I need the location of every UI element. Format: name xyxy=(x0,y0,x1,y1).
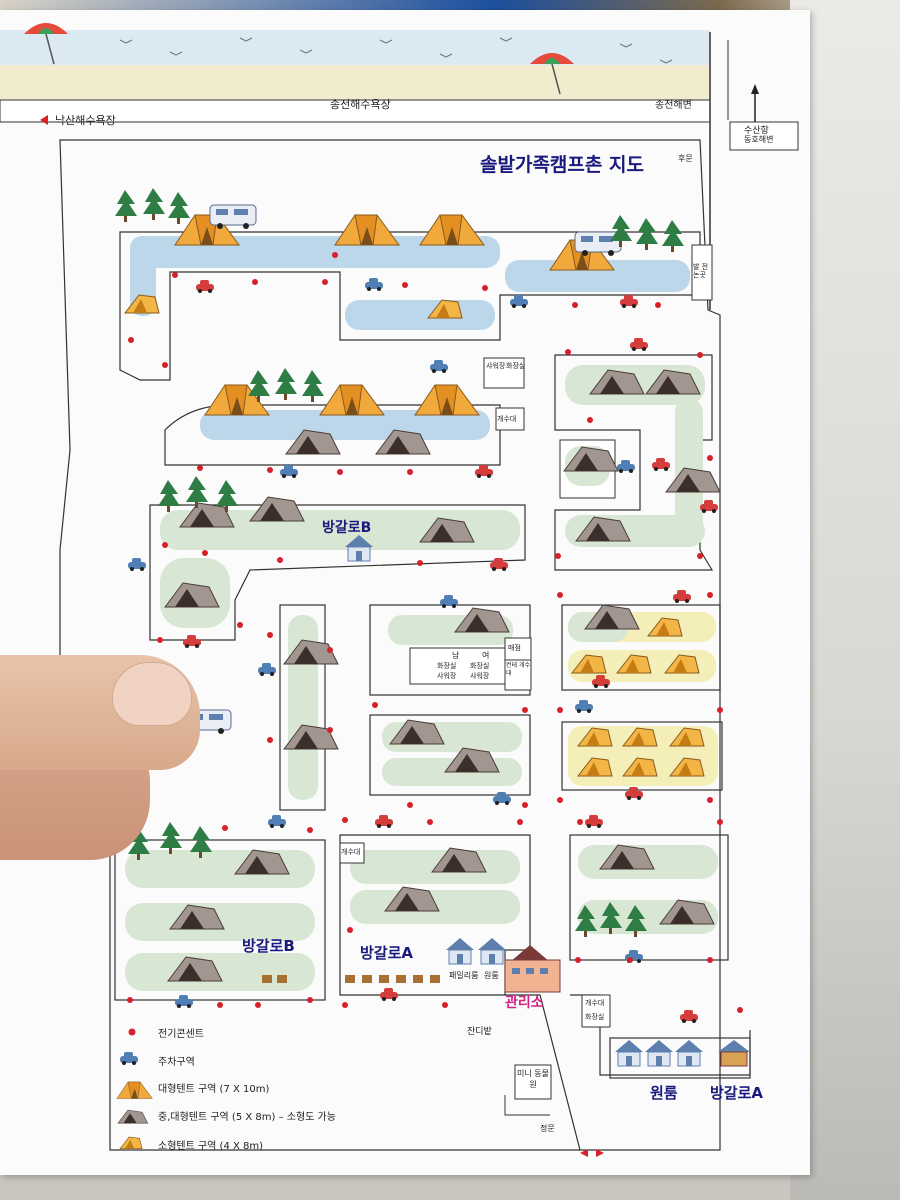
toilet-men-label: 화장실 xyxy=(437,662,457,670)
map-title: 솔밭가족캠프촌 지도 xyxy=(480,154,644,176)
songjeon-shore-label: 송전해변 xyxy=(655,100,692,111)
office-label: 관리소 xyxy=(505,995,544,1011)
rear-gate-label: 후문 xyxy=(678,154,693,163)
family-room-label: 패밀리룸 xyxy=(449,971,479,980)
toilet-label-4: 화장실 xyxy=(585,1013,605,1021)
store-label: 매점 xyxy=(508,644,521,652)
legend-parking: 주차구역 xyxy=(158,1057,195,1068)
shower-label-1: 샤워장 xyxy=(486,362,506,370)
mini-zoo-label: 미니 동물원 xyxy=(517,1069,549,1089)
map-sheet: 송전해수욕장 송전해변 낙산해수욕장 수산항 동호해변 솔밭가족캠프촌 지도 후… xyxy=(0,10,810,1175)
sink-label-4: 개수대 xyxy=(585,999,605,1007)
songjeon-beach-label: 송전해수욕장 xyxy=(330,98,391,111)
women-label: 여 xyxy=(482,651,490,660)
office-building xyxy=(504,945,561,993)
lawn-label: 잔디밭 xyxy=(467,1027,492,1037)
one-room-label: 원룸 xyxy=(650,1084,678,1102)
bungalow-a-label-1: 방갈로A xyxy=(360,944,414,962)
arrow-left-icon xyxy=(40,115,48,125)
side-road-label-1: 수산항 xyxy=(744,126,769,136)
men-label: 남 xyxy=(452,651,460,660)
sink-label-2: 컨테 개수대 xyxy=(506,662,530,677)
shower-women-label: 샤워장 xyxy=(470,672,490,680)
bungalow-a-label-2: 방갈로A xyxy=(710,1084,764,1102)
one-room-small-label: 원룸 xyxy=(484,971,499,980)
legend-large-tent: 대형텐트 구역 (7 X 10m) xyxy=(158,1084,270,1095)
sink-label-3: 개수대 xyxy=(341,848,361,856)
sink-label-1: 개수대 xyxy=(497,415,517,423)
arrow-up-icon xyxy=(751,84,759,122)
toilet-women-label: 화장실 xyxy=(470,662,490,670)
field-label: 발 전논곳 xyxy=(693,263,709,279)
legend-small-tent: 소형텐트 구역 (4 X 8m) xyxy=(158,1141,264,1152)
shower-men-label: 샤워장 xyxy=(437,672,457,680)
bungalow-b-label-1: 방갈로B xyxy=(322,520,372,536)
naksan-beach-label: 낙산해수욕장 xyxy=(55,114,116,127)
bungalow-b-label-2: 방갈로B xyxy=(242,937,295,955)
map-drawing xyxy=(0,22,799,1157)
legend-medium-tent: 중,대형텐트 구역 (5 X 8m) – 소형도 가능 xyxy=(158,1112,336,1123)
side-road-label-2: 동호해변 xyxy=(744,135,774,144)
legend-power: 전기콘센트 xyxy=(158,1029,204,1040)
thumbnail xyxy=(112,662,192,726)
toilet-label-1: 화장실 xyxy=(506,362,526,370)
main-gate-label: 정문 xyxy=(540,1124,555,1133)
